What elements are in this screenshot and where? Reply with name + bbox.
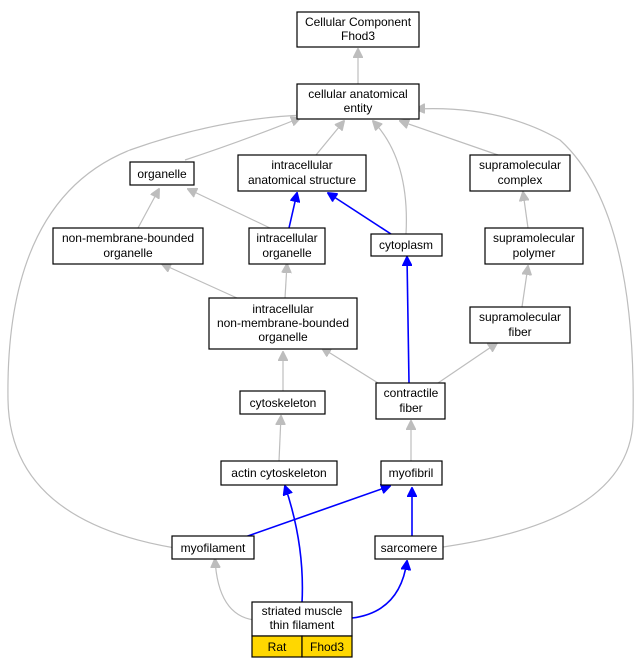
- edge-cf-to-inmbo: [322, 348, 379, 384]
- node-label-line: organelle: [262, 246, 312, 260]
- edge-smp-to-smc: [523, 192, 528, 229]
- node-contractile-fiber[interactable]: contractile fiber: [375, 382, 446, 420]
- edge-smc-to-cae: [400, 121, 499, 156]
- graph-edges: [7, 49, 634, 621]
- edge-ias-to-cae: [315, 121, 344, 156]
- edge-sarcomere-to-cae: [416, 109, 634, 548]
- node-label-line: fiber: [508, 325, 531, 339]
- edge-acs-to-cytoskeleton: [279, 416, 281, 462]
- node-supramolecular-complex[interactable]: supramolecular complex: [469, 154, 571, 192]
- node-label-line: Cellular Component: [305, 15, 412, 29]
- node-label-line: intracellular: [256, 231, 317, 245]
- node-actin-cytoskeleton[interactable]: actin cytoskeleton: [220, 460, 338, 486]
- edge-inmbo-to-io: [285, 264, 287, 299]
- node-label-line: polymer: [513, 246, 556, 260]
- node-supramolecular-polymer[interactable]: supramolecular polymer: [484, 227, 584, 265]
- node-sarcomere[interactable]: sarcomere: [374, 535, 444, 560]
- node-intracellular-non-membrane-bounded-organelle[interactable]: intracellular non-membrane-bounded organ…: [208, 297, 358, 350]
- node-label-line: cytoskeleton: [250, 396, 317, 410]
- edge-smtf-to-myofilament: [215, 559, 255, 621]
- node-label-line: non-membrane-bounded: [62, 231, 194, 245]
- node-label-line: myofibril: [389, 466, 434, 480]
- node-label-line: contractile: [384, 386, 439, 400]
- node-cellular-component[interactable]: Cellular Component Fhod3: [296, 11, 420, 48]
- node-cellular-anatomical-entity[interactable]: cellular anatomical entity: [296, 83, 420, 120]
- node-organelle[interactable]: organelle: [129, 161, 195, 186]
- node-label-line: complex: [498, 173, 543, 187]
- edge-cytoplasm-to-ias: [328, 193, 392, 235]
- node-label-line: actin cytoskeleton: [231, 466, 326, 480]
- node-label-line: cellular anatomical: [308, 87, 407, 101]
- edge-myofilament-to-myofibril: [244, 486, 390, 538]
- node-label-line: myofilament: [181, 541, 246, 555]
- edge-smf-to-smp: [521, 266, 528, 308]
- node-myofibril[interactable]: myofibril: [380, 460, 443, 486]
- node-label-line: fiber: [399, 401, 422, 415]
- edge-cf-to-smf: [437, 343, 497, 384]
- edge-io-to-ias: [288, 193, 297, 229]
- node-label-line: supramolecular: [493, 231, 575, 245]
- node-supramolecular-fiber[interactable]: supramolecular fiber: [469, 306, 571, 344]
- node-label-line: supramolecular: [479, 158, 561, 172]
- node-intracellular-anatomical-structure[interactable]: intracellular anatomical structure: [237, 154, 367, 192]
- graph-nodes: Cellular Component Fhod3 cellular anatom…: [52, 11, 584, 658]
- edge-cytoplasm-to-cae: [373, 121, 407, 235]
- node-label-line: supramolecular: [479, 310, 561, 324]
- node-label-line: Fhod3: [341, 29, 375, 43]
- node-non-membrane-bounded-organelle[interactable]: non-membrane-bounded organelle: [52, 227, 204, 265]
- edge-io-to-organelle: [188, 189, 271, 229]
- gene-tag-label: Fhod3: [310, 640, 344, 654]
- edge-smtf-to-sarcomere: [351, 561, 407, 619]
- node-label-line: cytoplasm: [379, 238, 433, 252]
- node-label-line: striated muscle: [262, 604, 343, 618]
- edge-inmbo-to-nmbo: [162, 264, 238, 299]
- node-label-line: non-membrane-bounded: [217, 316, 349, 330]
- node-label-line: sarcomere: [381, 541, 438, 555]
- edge-myofilament-to-cae: [7, 115, 305, 549]
- edge-organelle-to-cae: [184, 118, 300, 161]
- node-label-line: organelle: [137, 167, 187, 181]
- gene-tag: [301, 635, 353, 658]
- node-label-line: organelle: [258, 330, 308, 344]
- species-tag-label: Rat: [268, 640, 287, 654]
- node-label-line: anatomical structure: [248, 173, 356, 187]
- node-cytoplasm[interactable]: cytoplasm: [370, 233, 443, 257]
- node-label-line: thin filament: [270, 618, 335, 632]
- node-label-line: organelle: [103, 246, 153, 260]
- node-label-line: intracellular: [271, 158, 332, 172]
- edge-smtf-to-acs: [285, 486, 304, 604]
- edge-cf-to-cytoplasm: [407, 257, 409, 384]
- node-intracellular-organelle[interactable]: intracellular organelle: [248, 227, 326, 265]
- node-myofilament[interactable]: myofilament: [171, 535, 255, 560]
- edge-nmbo-to-organelle: [137, 189, 159, 229]
- node-striated-muscle-thin-filament[interactable]: striated muscle thin filament Rat Fhod3: [251, 601, 353, 658]
- node-cytoskeleton[interactable]: cytoskeleton: [239, 390, 326, 415]
- node-label-line: entity: [344, 101, 373, 115]
- node-label-line: intracellular: [252, 302, 313, 316]
